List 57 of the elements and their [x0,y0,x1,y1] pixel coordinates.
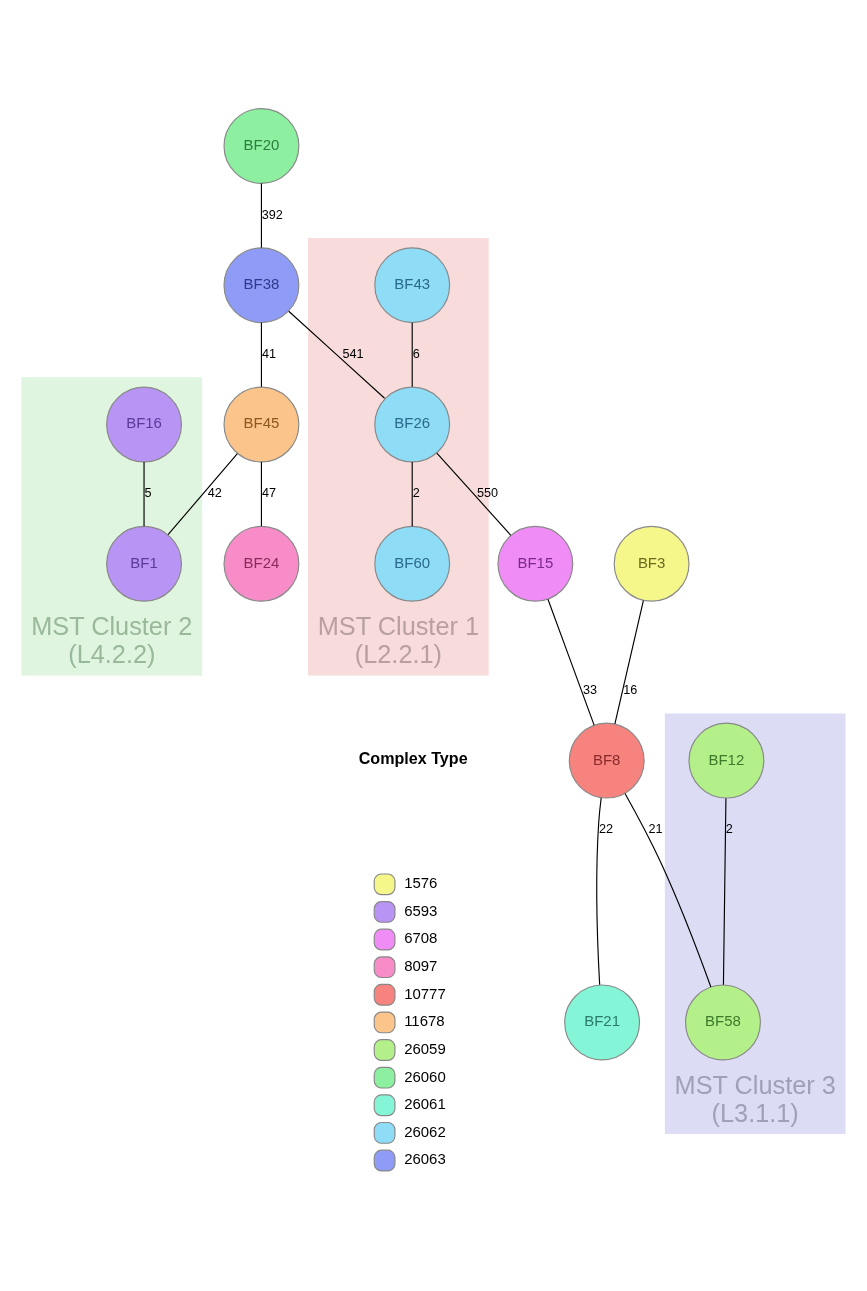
connector [288,310,386,399]
legend-label: 26061 [404,1095,446,1113]
edge-label: 22 [599,822,614,837]
connector [167,453,238,536]
legend-label: 26060 [404,1067,446,1085]
label: Complex Type [358,748,468,767]
legend-label: 26062 [404,1122,446,1140]
connector [260,461,262,527]
connector [260,322,262,388]
edge-label: 42 [207,486,222,501]
legend-label: 6708 [404,929,438,947]
node-circle: BF12 [688,722,765,799]
legend-label: 26059 [404,1039,446,1057]
connector [411,322,413,388]
legend-label: 1576 [404,874,438,892]
connector [260,182,262,249]
node-circle: BF43 [374,247,451,324]
edge-label: 2 [412,486,420,501]
connector [596,797,602,986]
edge-label: 16 [623,683,638,698]
node-label: (L4.2.2) [68,639,156,668]
node-circle: BF38 [223,247,300,324]
edge-label: 41 [261,347,276,362]
node-label: (L2.2.1) [354,639,442,668]
edge-label: 33 [582,683,598,698]
edge-label: 5 [144,486,152,501]
node-circle: BF60 [374,525,451,602]
connector [436,452,512,536]
connector [143,461,145,527]
node-label: (L3.1.1) [711,1098,799,1127]
node-circle: BF45 [223,386,300,463]
node-circle: BF8 [568,722,645,799]
edge-label: 21 [648,822,663,837]
edge-label: 541 [342,347,364,362]
node-circle: BF16 [106,386,183,463]
legend-label: 11678 [404,1012,445,1030]
node-circle: BF15 [497,525,574,602]
node-circle: BF21 [564,984,641,1061]
edge-label: 392 [261,207,283,222]
edge-label: 47 [261,486,276,501]
connector [411,461,413,527]
legend-label: 10777 [404,984,446,1002]
node-circle: BF24 [223,525,300,602]
connector [624,792,712,988]
edge-label: 2 [725,822,733,837]
node-circle: BF26 [374,386,451,463]
node-circle: BF20 [223,108,300,184]
connector [547,598,595,726]
node-circle: BF1 [106,525,183,602]
connector [614,600,644,725]
node-circle: BF3 [613,525,690,602]
legend-label: 6593 [404,901,438,919]
legend-label: 26063 [404,1150,446,1168]
node-circle: BF58 [684,984,761,1061]
connector [722,797,727,986]
edge-label: 6 [412,347,420,362]
legend-label: 8097 [404,957,438,975]
